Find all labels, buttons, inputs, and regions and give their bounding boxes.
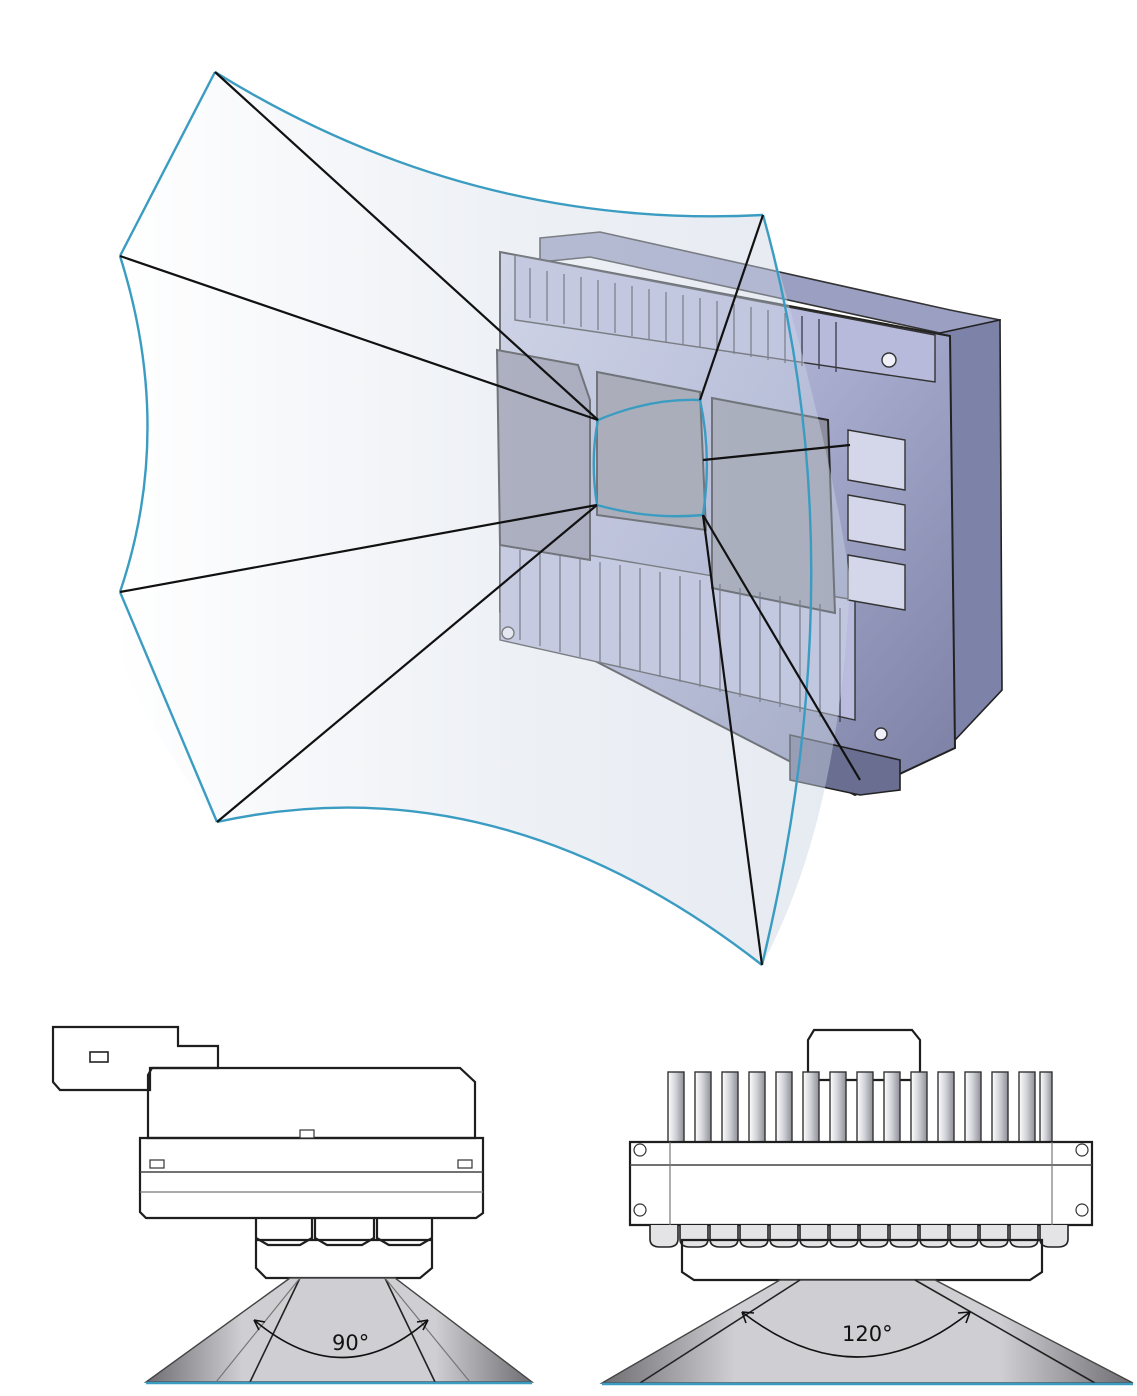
connector-latch-icon [89, 1051, 109, 1063]
front-view: 120° [599, 1028, 1134, 1386]
field-of-view-surface [114, 70, 850, 966]
side-view: 90° [51, 1025, 535, 1385]
front-view-angle-label: 120° [842, 1322, 893, 1346]
isometric-view [114, 70, 1003, 966]
side-view-angle-label: 90° [332, 1331, 369, 1355]
field-of-view-rays [119, 71, 861, 966]
heatsink-fins [667, 1071, 1053, 1143]
